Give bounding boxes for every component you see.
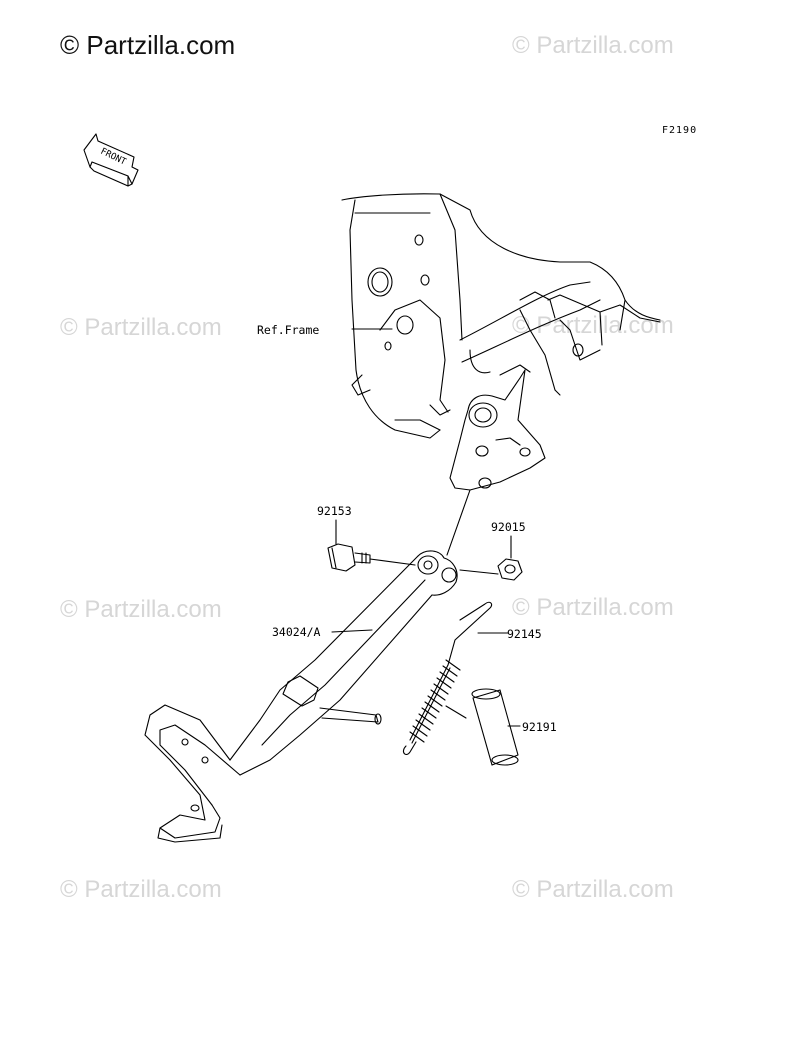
callout-92145: 92145 (507, 627, 542, 641)
side-stand-part (144, 550, 458, 843)
front-arrow-icon (83, 133, 139, 187)
watermark: © Partzilla.com (60, 314, 222, 341)
watermark: © Partzilla.com (512, 32, 674, 59)
spring-part (402, 601, 493, 755)
stand-leader (331, 629, 373, 633)
sleeve-part (471, 688, 519, 766)
stand-bracket (449, 369, 546, 491)
watermark: © Partzilla.com (60, 596, 222, 623)
watermark: © Partzilla.com (60, 876, 222, 903)
nut-part (459, 558, 523, 581)
callout-ref-frame: Ref.Frame (257, 323, 320, 337)
callout-92191: 92191 (522, 720, 557, 734)
callout-92015: 92015 (491, 520, 526, 534)
frame-outline (341, 193, 661, 439)
watermark: © Partzilla.com (512, 594, 674, 621)
pivot-leader-line (446, 489, 471, 556)
callout-92153: 92153 (317, 504, 352, 518)
frame-holes (367, 234, 584, 357)
diagram-code: F2190 (662, 125, 698, 136)
watermark: © Partzilla.com (512, 876, 674, 903)
callout-34024a: 34024/A (272, 625, 321, 639)
bolt-part (327, 543, 416, 572)
copyright-text: © Partzilla.com (60, 30, 236, 60)
